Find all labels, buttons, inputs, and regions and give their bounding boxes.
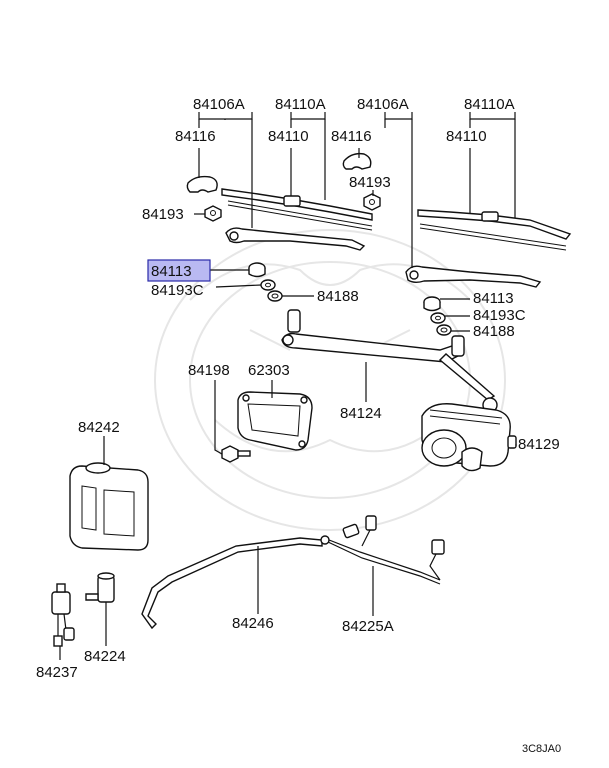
right-pivot-cap[interactable] xyxy=(423,296,441,312)
callout-84225A[interactable]: 84225A xyxy=(342,618,394,635)
callout-84116-right[interactable]: 84116 xyxy=(331,128,372,145)
right-wiper-arm[interactable] xyxy=(405,265,542,288)
callout-84124[interactable]: 84124 xyxy=(340,405,382,422)
callout-84106A-right[interactable]: 84106A xyxy=(357,96,409,113)
callout-84193-top[interactable]: 84193 xyxy=(349,174,391,191)
callout-84106A-left[interactable]: 84106A xyxy=(193,96,245,113)
highlighted-part-box xyxy=(147,259,211,282)
callout-84246[interactable]: 84246 xyxy=(232,615,274,632)
washer-reservoir[interactable] xyxy=(69,462,149,551)
left-pivot-seal[interactable] xyxy=(267,290,283,302)
motor-bolt[interactable] xyxy=(221,445,251,463)
washer-pump[interactable] xyxy=(85,572,115,603)
right-arm-cover-cap[interactable] xyxy=(342,152,372,170)
left-wiper-arm[interactable] xyxy=(225,227,366,251)
right-pivot-washer[interactable] xyxy=(430,312,446,324)
leader-lines xyxy=(59,112,517,660)
motor-wiring-harness[interactable] xyxy=(320,515,445,585)
callout-84110-right[interactable]: 84110 xyxy=(446,128,487,145)
callout-84237[interactable]: 84237 xyxy=(36,664,78,681)
left-arm-cover-cap[interactable] xyxy=(186,175,218,193)
left-nut[interactable] xyxy=(204,205,222,222)
callout-84242[interactable]: 84242 xyxy=(78,419,120,436)
callout-84193C-right[interactable]: 84193C xyxy=(473,307,526,324)
callout-labels: 84106A 84110A 84106A 84110A 84116 84110 … xyxy=(36,96,561,755)
callout-84193C-left[interactable]: 84193C xyxy=(151,282,204,299)
wiper-motor[interactable] xyxy=(421,403,517,472)
callout-84224[interactable]: 84224 xyxy=(84,648,126,665)
callout-84110A-left[interactable]: 84110A xyxy=(275,96,326,113)
left-wiper-blade[interactable] xyxy=(221,188,373,231)
callout-62303[interactable]: 62303 xyxy=(248,362,290,379)
callout-84129[interactable]: 84129 xyxy=(518,436,560,453)
callout-84110-left[interactable]: 84110 xyxy=(268,128,309,145)
motor-bracket-gasket[interactable] xyxy=(237,391,313,451)
callout-84188-left[interactable]: 84188 xyxy=(317,288,359,305)
callout-84113-right[interactable]: 84113 xyxy=(473,290,514,307)
callout-84198[interactable]: 84198 xyxy=(188,362,230,379)
left-pivot-cap[interactable] xyxy=(248,262,266,278)
callout-84110A-right[interactable]: 84110A xyxy=(464,96,515,113)
right-wiper-blade[interactable] xyxy=(417,209,572,251)
callout-84113-highlighted[interactable]: 84113 xyxy=(151,263,192,280)
right-nut[interactable] xyxy=(363,193,381,211)
callout-84193-left[interactable]: 84193 xyxy=(142,206,184,223)
washer-hose[interactable] xyxy=(141,537,323,630)
callout-84116-left[interactable]: 84116 xyxy=(175,128,216,145)
washer-level-switch[interactable] xyxy=(51,583,75,647)
callout-84188-right[interactable]: 84188 xyxy=(473,323,515,340)
left-pivot-washer[interactable] xyxy=(260,279,276,291)
right-pivot-seal[interactable] xyxy=(436,324,452,336)
watermark-emblem xyxy=(154,229,506,531)
wiper-link-assembly[interactable] xyxy=(281,309,498,413)
diagram-code: 3C8JA0 xyxy=(522,743,561,755)
